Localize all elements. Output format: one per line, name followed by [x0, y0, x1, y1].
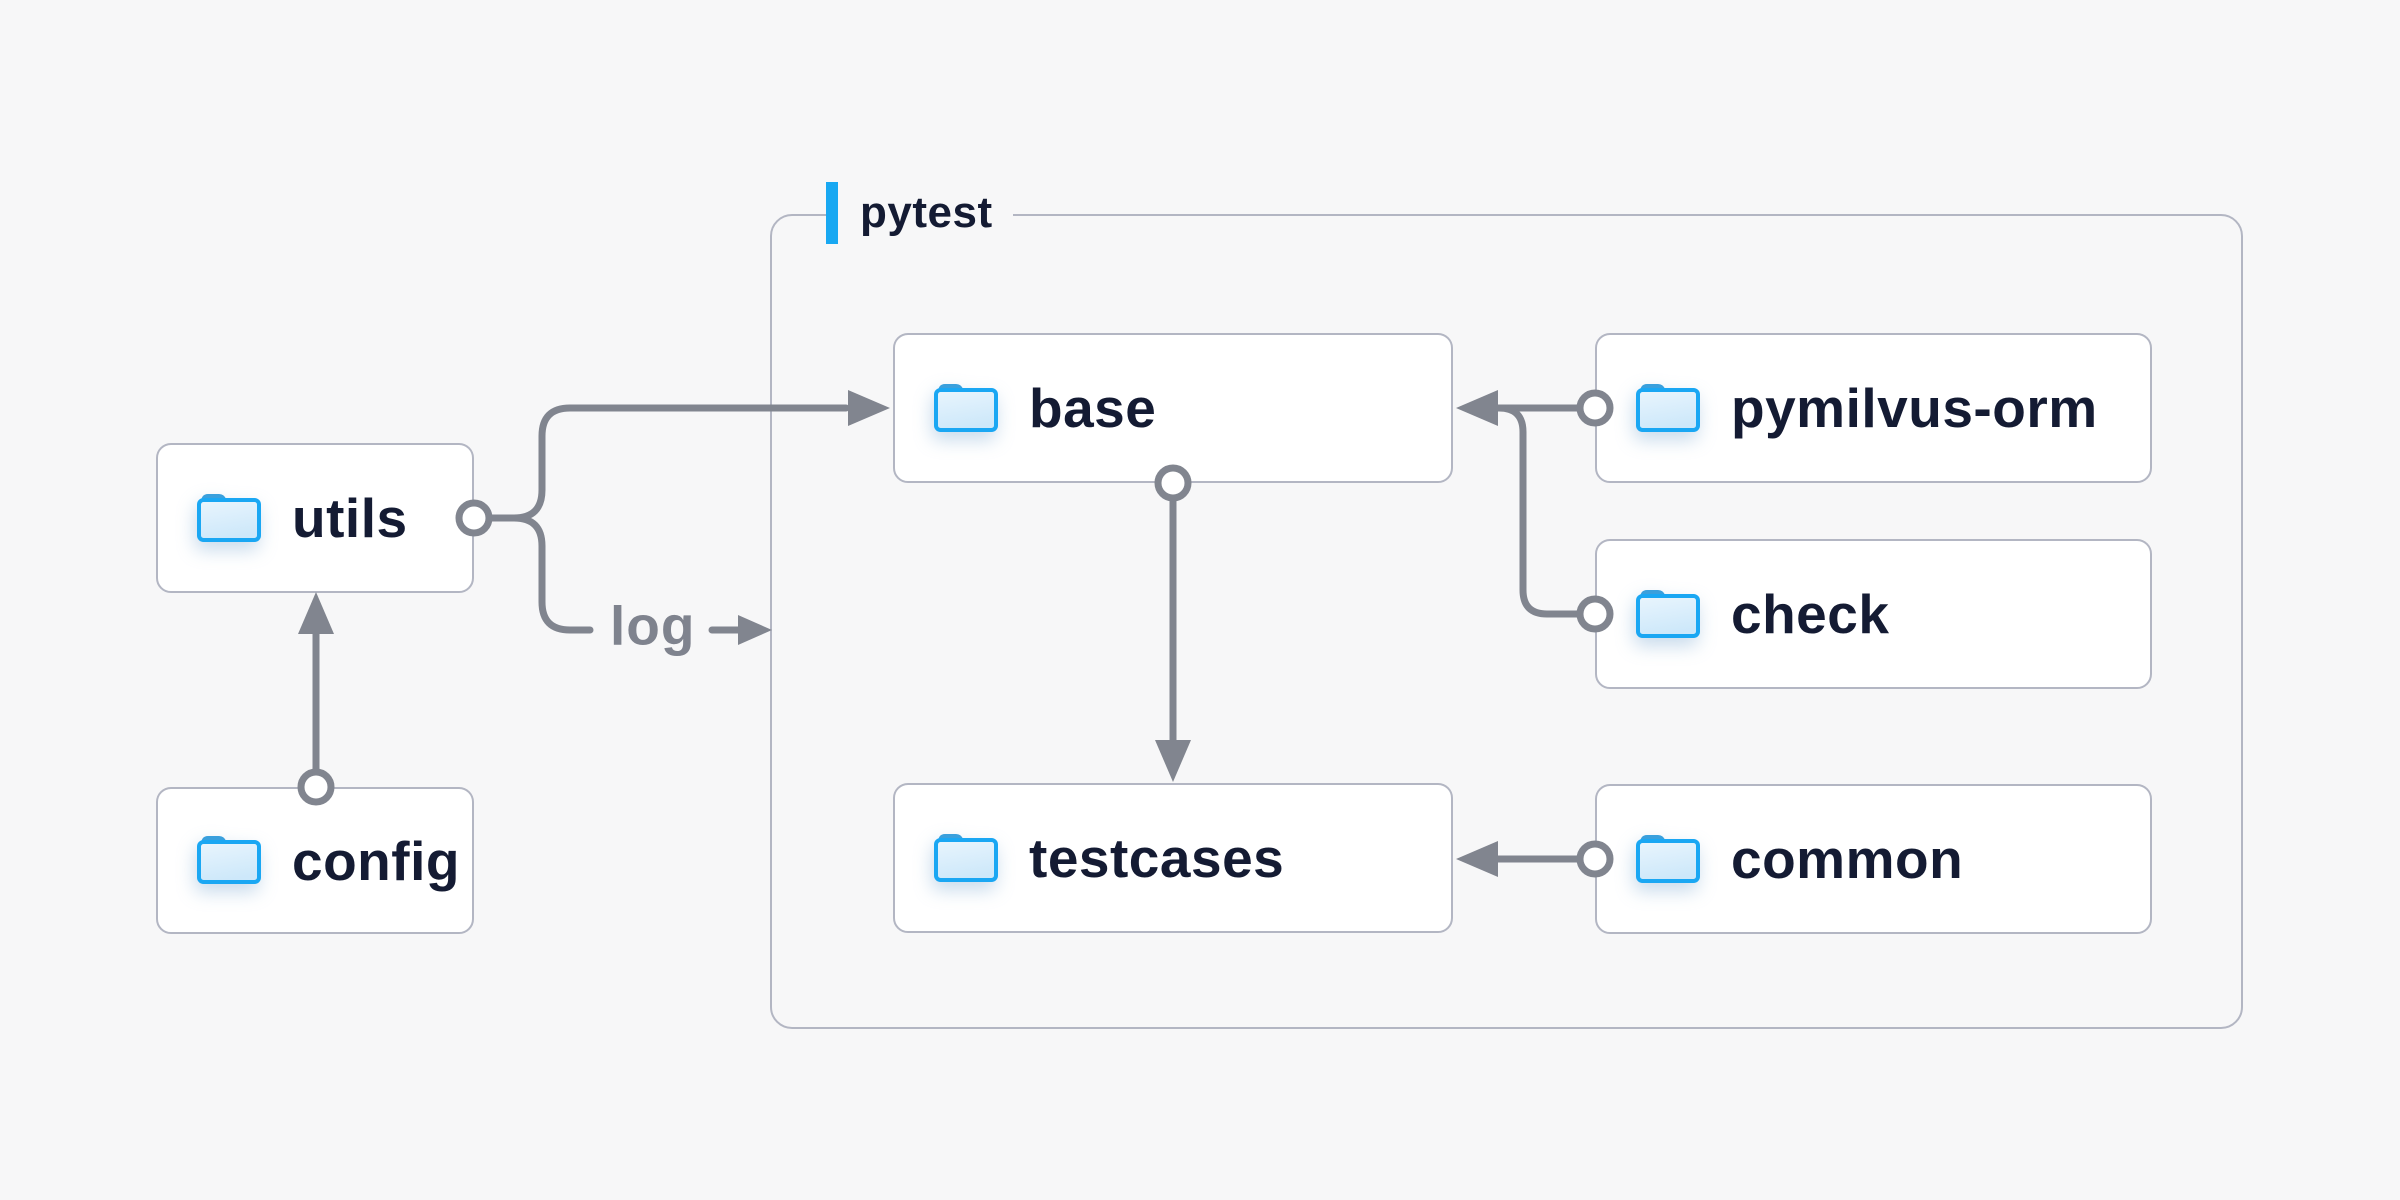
- edge-utils-log: [510, 514, 594, 634]
- node-label: check: [1731, 583, 1890, 645]
- node-label: base: [1029, 377, 1157, 439]
- node-testcases: testcases: [893, 783, 1453, 933]
- node-label: utils: [292, 487, 408, 549]
- node-check: check: [1595, 539, 2152, 689]
- node-common: common: [1595, 784, 2152, 934]
- arrowhead-log: [738, 615, 772, 645]
- node-config: config: [156, 787, 474, 934]
- pytest-group-label: pytest: [826, 181, 1013, 245]
- node-utils: utils: [156, 443, 474, 593]
- folder-icon: [196, 831, 262, 890]
- edge-label-log: log: [610, 594, 696, 657]
- arrowhead-into-utils: [298, 592, 334, 634]
- folder-icon: [196, 489, 262, 548]
- node-pymilvus-orm: pymilvus-orm: [1595, 333, 2152, 483]
- node-label: common: [1731, 828, 1964, 890]
- node-label: pymilvus-orm: [1731, 377, 2098, 439]
- node-label: testcases: [1029, 827, 1285, 889]
- node-label: config: [292, 829, 460, 892]
- accent-bar: [826, 182, 838, 244]
- folder-icon: [933, 379, 999, 438]
- folder-icon: [1635, 830, 1701, 889]
- folder-icon: [1635, 585, 1701, 644]
- folder-icon: [1635, 379, 1701, 438]
- folder-icon: [933, 829, 999, 888]
- node-base: base: [893, 333, 1453, 483]
- group-label-text: pytest: [860, 188, 993, 237]
